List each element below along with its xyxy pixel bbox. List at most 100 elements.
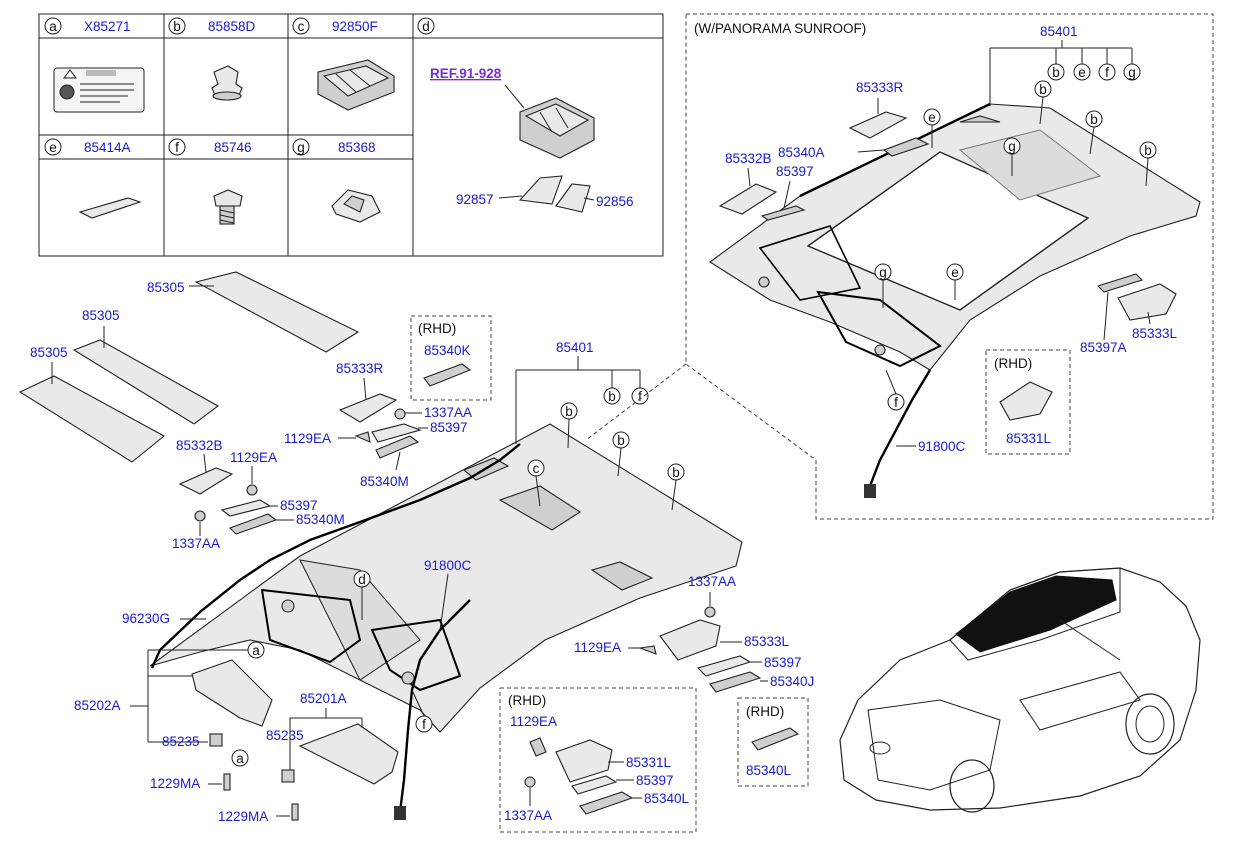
label-1337aa-2: 1337AA — [172, 536, 220, 551]
pano-bracket-f: f — [1098, 63, 1116, 81]
label-85340k: 85340K — [424, 343, 471, 358]
harness-96230g — [150, 443, 521, 669]
label-91800c: 91800C — [424, 558, 472, 573]
sunshade-panel-1 — [194, 271, 360, 353]
svg-text:e: e — [928, 110, 936, 125]
ref-link[interactable]: REF.91-928 — [430, 66, 502, 81]
legend-letter-c: c — [298, 19, 305, 34]
bracket-letter-b: b — [603, 387, 621, 405]
clip-drawing — [211, 65, 243, 101]
label-pano-85333r: 85333R — [856, 80, 904, 95]
legend-letter-g: g — [297, 140, 305, 155]
svg-text:g: g — [1128, 65, 1136, 80]
pano-marker-g-2: g — [874, 263, 892, 281]
legend-part-e: 85414A — [84, 140, 131, 155]
legend-part-c: 92850F — [332, 19, 378, 34]
legend-letter-d: d — [422, 19, 430, 34]
svg-text:b: b — [1039, 82, 1047, 97]
rhd-label-2: (RHD) — [508, 693, 546, 708]
label-pano-85340a: 85340A — [778, 145, 825, 160]
sun-visor-left: 85202A 85235 1229MA — [74, 649, 273, 791]
legend-part-g: 85368 — [338, 140, 376, 155]
legend-cell-d: d — [417, 17, 435, 35]
label-1337aa-3: 1337AA — [688, 574, 736, 589]
tape-drawing — [78, 197, 142, 219]
overhead-console-drawing: REF.91-928 92857 92856 — [430, 66, 634, 213]
label-pano-85332b: 85332B — [725, 151, 772, 166]
pano-marker-e-2: e — [946, 263, 964, 281]
svg-text:f: f — [638, 389, 642, 404]
label-pano-85333l: 85333L — [1132, 326, 1178, 341]
pano-bracket-e: e — [1073, 63, 1091, 81]
sun-visor-right: 85201A 85235 1229MA — [218, 691, 399, 824]
label-85235-1: 85235 — [162, 734, 200, 749]
svg-text:a: a — [252, 643, 260, 658]
marker-b-2: b — [612, 431, 630, 449]
legend-cell-e: e 85414A — [44, 138, 131, 156]
label-85305-2: 85305 — [82, 308, 120, 323]
rhd-box-85340k: (RHD) 85340K — [410, 315, 492, 401]
label-85340j: 85340J — [770, 674, 814, 689]
marker-f: f — [415, 715, 433, 733]
legend-part-a: X85271 — [84, 19, 131, 34]
pano-bracket-b: b — [1047, 63, 1065, 81]
sunshade-panels: 85305 85305 85305 — [18, 271, 360, 463]
pano-marker-b-1: b — [1034, 80, 1052, 98]
headliner-panel — [149, 423, 743, 733]
svg-text:e: e — [1078, 65, 1086, 80]
part-92857: 92857 — [456, 192, 494, 207]
pano-marker-e-1: e — [923, 108, 941, 126]
label-pano-85397: 85397 — [776, 164, 814, 179]
rear-left-assist-handle: 85333R 1337AA 1129EA 85397 85340M — [284, 361, 472, 489]
label-85331l: 85331L — [626, 755, 672, 770]
label-85401: 85401 — [556, 340, 594, 355]
marker-a-1: a — [247, 641, 265, 659]
bracket-letter-f: f — [631, 387, 649, 405]
marker-a-2: a — [231, 749, 249, 767]
marker-b-3: b — [667, 463, 685, 481]
map-lamp-drawing — [317, 59, 395, 111]
label-85201a: 85201A — [300, 691, 347, 706]
rhd-box-85340l: (RHD) 85340L — [737, 697, 809, 787]
sunshade-panel-2 — [72, 339, 220, 425]
svg-text:e: e — [951, 265, 959, 280]
label-pano-85331l: 85331L — [1006, 431, 1052, 446]
svg-text:b: b — [672, 465, 680, 480]
label-96230g: 96230G — [122, 611, 170, 626]
legend-cell-f: f 85746 — [168, 138, 252, 156]
svg-text:b: b — [1052, 65, 1060, 80]
rhd-label-1: (RHD) — [418, 321, 456, 336]
label-85340l-1: 85340L — [644, 791, 690, 806]
label-85305-1: 85305 — [147, 280, 185, 295]
label-1129ea-3: 1129EA — [574, 640, 621, 655]
label-85340l-2: 85340L — [746, 763, 792, 778]
main-headliner: b b b c d a a f 85401 b f 91800C 96230G — [122, 340, 743, 820]
svg-text:d: d — [358, 572, 366, 587]
label-1229ma-2: 1229MA — [218, 809, 268, 824]
panorama-title: (W/PANORAMA SUNROOF) — [694, 21, 866, 36]
svg-text:b: b — [608, 389, 616, 404]
marker-d: d — [353, 570, 371, 588]
svg-text:b: b — [617, 433, 625, 448]
label-panorama-85401: 85401 — [1040, 24, 1078, 39]
label-85397-1: 85397 — [430, 420, 468, 435]
panorama-roof-glass — [955, 575, 1117, 653]
rhd-box-85331l: (RHD) 1129EA 85331L 85397 85340L 1337AA — [499, 687, 697, 833]
label-85235-2: 85235 — [266, 728, 304, 743]
legend-cell-c: c 92850F — [292, 17, 378, 35]
svg-text:b: b — [1144, 143, 1152, 158]
legend-cell-b: b 85858D — [168, 17, 256, 35]
label-1337aa-1: 1337AA — [424, 405, 472, 420]
svg-text:a: a — [236, 751, 244, 766]
label-pano-91800c: 91800C — [918, 439, 966, 454]
legend-part-f: 85746 — [214, 140, 252, 155]
label-1129ea-2: 1129EA — [230, 450, 277, 465]
label-85340m-1: 85340M — [360, 474, 409, 489]
label-sticker-drawing — [53, 67, 145, 113]
pano-rhd-label: (RHD) — [994, 356, 1032, 371]
screw-clip-drawing — [213, 189, 243, 225]
part-92856: 92856 — [596, 194, 634, 209]
label-85340m-2: 85340M — [296, 512, 345, 527]
svg-text:f: f — [422, 717, 426, 732]
